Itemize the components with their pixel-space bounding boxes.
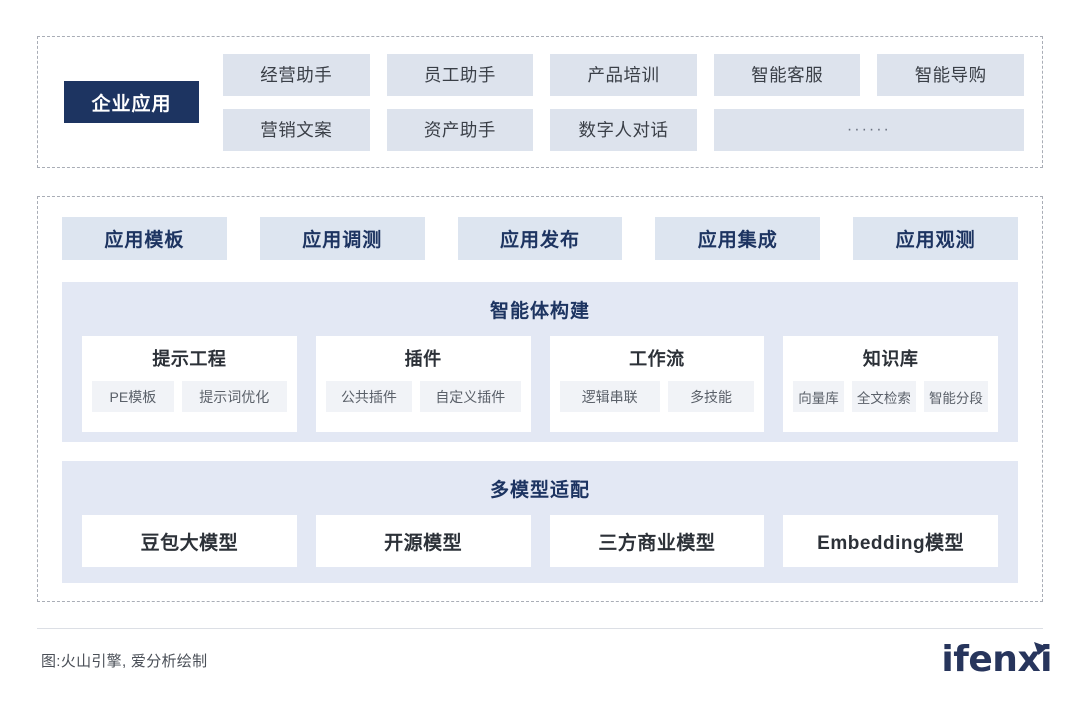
agent-tag-smart-chunking[interactable]: 智能分段 xyxy=(923,381,988,412)
agent-tag-list: 逻辑串联 多技能 xyxy=(559,381,755,412)
agent-tag-multi-skill[interactable]: 多技能 xyxy=(667,381,755,412)
agent-tag-custom-plugins[interactable]: 自定义插件 xyxy=(420,381,521,412)
app-chip-more-ellipsis: ······ xyxy=(713,108,1024,151)
agent-card-title-prompt-engineering: 提示工程 xyxy=(152,349,227,369)
agent-tag-public-plugins[interactable]: 公共插件 xyxy=(325,381,413,412)
platform-chip-app-integration[interactable]: 应用集成 xyxy=(655,217,821,260)
agent-tag-list: PE模板 提示词优化 xyxy=(92,381,287,412)
footer-divider xyxy=(37,628,1043,629)
platform-capabilities-section: 应用模板 应用调测 应用发布 应用集成 应用观测 智能体构建 提示工程 PE模板… xyxy=(37,196,1043,602)
agent-building-panel: 智能体构建 提示工程 PE模板 提示词优化 插件 公共插件 自定义插件 xyxy=(62,282,1018,442)
platform-capability-row: 应用模板 应用调测 应用发布 应用集成 应用观测 xyxy=(62,217,1018,260)
app-chip-business-assistant[interactable]: 经营助手 xyxy=(223,53,370,96)
platform-chip-app-debugging[interactable]: 应用调测 xyxy=(259,217,425,260)
agent-card-prompt-engineering[interactable]: 提示工程 PE模板 提示词优化 xyxy=(82,336,297,432)
multi-model-adaptation-panel: 多模型适配 豆包大模型 开源模型 三方商业模型 Embedding模型 xyxy=(62,461,1018,583)
agent-card-title-workflow: 工作流 xyxy=(629,349,685,369)
agent-tag-pe-template[interactable]: PE模板 xyxy=(92,381,174,412)
app-chip-smart-shopping-guide[interactable]: 智能导购 xyxy=(877,53,1024,96)
agent-card-title-plugins: 插件 xyxy=(404,349,442,369)
app-chip-employee-assistant[interactable]: 员工助手 xyxy=(386,53,534,96)
ifenxi-logo: ifenxi xyxy=(941,640,1052,684)
model-card-grid: 豆包大模型 开源模型 三方商业模型 Embedding模型 xyxy=(82,515,998,567)
enterprise-applications-section: 企业应用 经营助手 员工助手 产品培训 智能客服 智能导购 营销文案 资产助手 … xyxy=(37,36,1043,168)
ifenxi-logo-text: ifenxi xyxy=(941,639,1052,680)
platform-chip-app-template[interactable]: 应用模板 xyxy=(62,217,227,260)
source-caption: 图:火山引擎, 爱分析绘制 xyxy=(41,653,208,670)
agent-building-title: 智能体构建 xyxy=(489,301,590,322)
agent-card-workflow[interactable]: 工作流 逻辑串联 多技能 xyxy=(549,336,765,432)
agent-card-knowledge-base[interactable]: 知识库 向量库 全文检索 智能分段 xyxy=(783,336,998,432)
model-card-embedding[interactable]: Embedding模型 xyxy=(783,515,998,567)
app-chip-digital-human-dialogue[interactable]: 数字人对话 xyxy=(550,108,697,151)
enterprise-section-inner: 企业应用 经营助手 员工助手 产品培训 智能客服 智能导购 营销文案 资产助手 … xyxy=(38,37,1042,167)
model-card-third-party-commercial[interactable]: 三方商业模型 xyxy=(549,515,765,567)
agent-tag-vector-store[interactable]: 向量库 xyxy=(793,381,844,412)
enterprise-app-grid: 经营助手 员工助手 产品培训 智能客服 智能导购 营销文案 资产助手 数字人对话… xyxy=(223,53,1024,151)
agent-tag-prompt-optimization[interactable]: 提示词优化 xyxy=(181,381,287,412)
agent-tag-list: 公共插件 自定义插件 xyxy=(325,381,521,412)
app-chip-smart-customer-service[interactable]: 智能客服 xyxy=(713,53,861,96)
app-chip-marketing-copywriting[interactable]: 营销文案 xyxy=(223,108,370,151)
agent-tag-list: 向量库 全文检索 智能分段 xyxy=(793,381,988,412)
agent-tag-logic-chaining[interactable]: 逻辑串联 xyxy=(559,381,660,412)
agent-tag-full-text-search[interactable]: 全文检索 xyxy=(851,381,916,412)
app-chip-product-training[interactable]: 产品培训 xyxy=(550,53,697,96)
platform-chip-app-publishing[interactable]: 应用发布 xyxy=(457,217,623,260)
model-card-open-source[interactable]: 开源模型 xyxy=(315,515,531,567)
platform-chip-app-observability[interactable]: 应用观测 xyxy=(853,217,1018,260)
multi-model-adaptation-title: 多模型适配 xyxy=(489,480,590,501)
agent-building-card-grid: 提示工程 PE模板 提示词优化 插件 公共插件 自定义插件 工作流 xyxy=(82,336,998,432)
agent-card-title-knowledge-base: 知识库 xyxy=(862,349,919,369)
model-card-doubao[interactable]: 豆包大模型 xyxy=(82,515,297,567)
arrow-icon xyxy=(1034,642,1048,655)
enterprise-application-badge: 企业应用 xyxy=(64,81,199,123)
agent-card-plugins[interactable]: 插件 公共插件 自定义插件 xyxy=(315,336,531,432)
app-chip-asset-assistant[interactable]: 资产助手 xyxy=(386,108,534,151)
